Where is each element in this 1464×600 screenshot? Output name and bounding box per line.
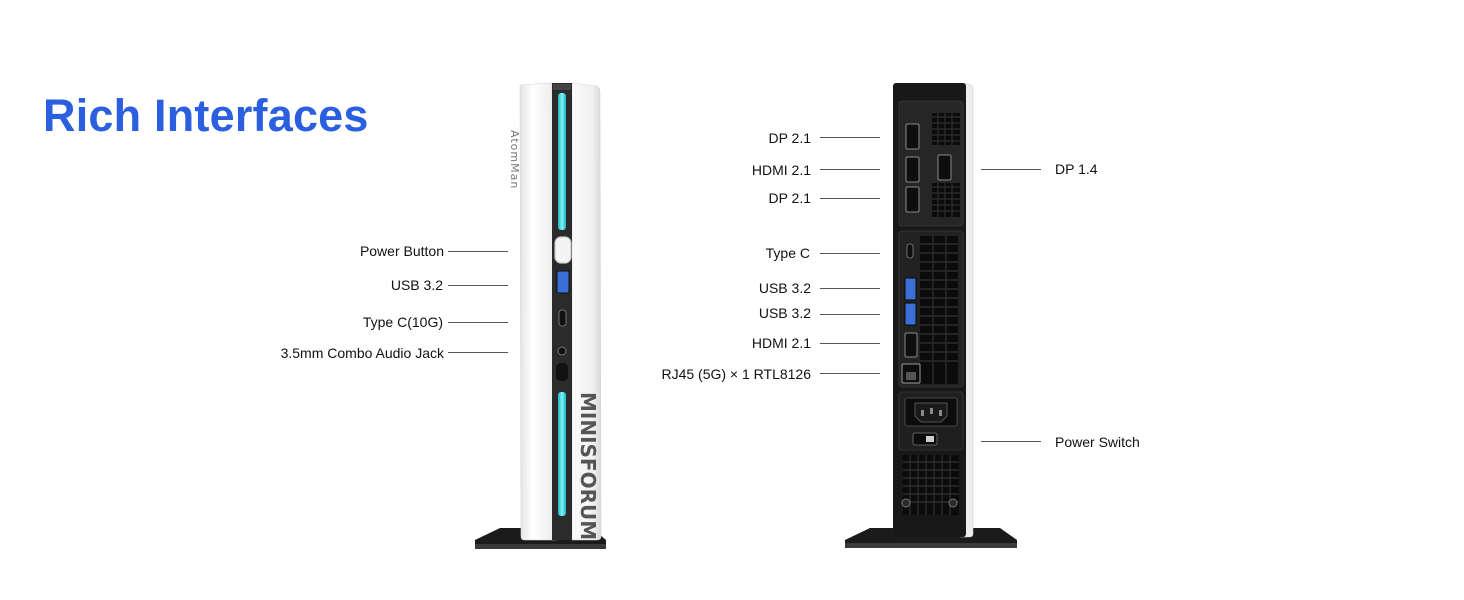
label-power-button: Power Button <box>359 243 444 259</box>
leader-line <box>448 251 508 252</box>
leader-line <box>820 373 880 374</box>
leader-line <box>448 322 508 323</box>
label-audio-jack: 3.5mm Combo Audio Jack <box>280 345 444 361</box>
leader-line <box>820 253 880 254</box>
label-dp21-top: DP 2.1 <box>768 130 811 146</box>
label-usb32-rear-a: USB 3.2 <box>758 280 811 296</box>
leader-line <box>981 441 1041 442</box>
label-usb32-rear-b: USB 3.2 <box>758 305 811 321</box>
label-dp21-bottom: DP 2.1 <box>768 190 811 206</box>
page-title: Rich Interfaces <box>43 90 369 141</box>
leader-line <box>820 137 880 138</box>
leader-line <box>448 285 508 286</box>
label-rj45: RJ45 (5G) × 1 RTL8126 <box>661 366 811 382</box>
leader-line <box>448 352 508 353</box>
leader-line <box>820 288 880 289</box>
leader-line <box>820 198 880 199</box>
label-hdmi21-top: HDMI 2.1 <box>751 162 811 178</box>
leader-line <box>820 169 880 170</box>
label-typec-front: Type C(10G) <box>362 314 443 330</box>
label-power-switch: Power Switch <box>1055 434 1140 450</box>
leader-line <box>820 343 880 344</box>
label-dp14: DP 1.4 <box>1055 161 1098 177</box>
label-hdmi21-bottom: HDMI 2.1 <box>751 335 811 351</box>
leader-line <box>820 314 880 315</box>
leader-line <box>981 169 1041 170</box>
label-typec-rear: Type C <box>765 245 810 261</box>
label-usb32-front: USB 3.2 <box>390 277 443 293</box>
